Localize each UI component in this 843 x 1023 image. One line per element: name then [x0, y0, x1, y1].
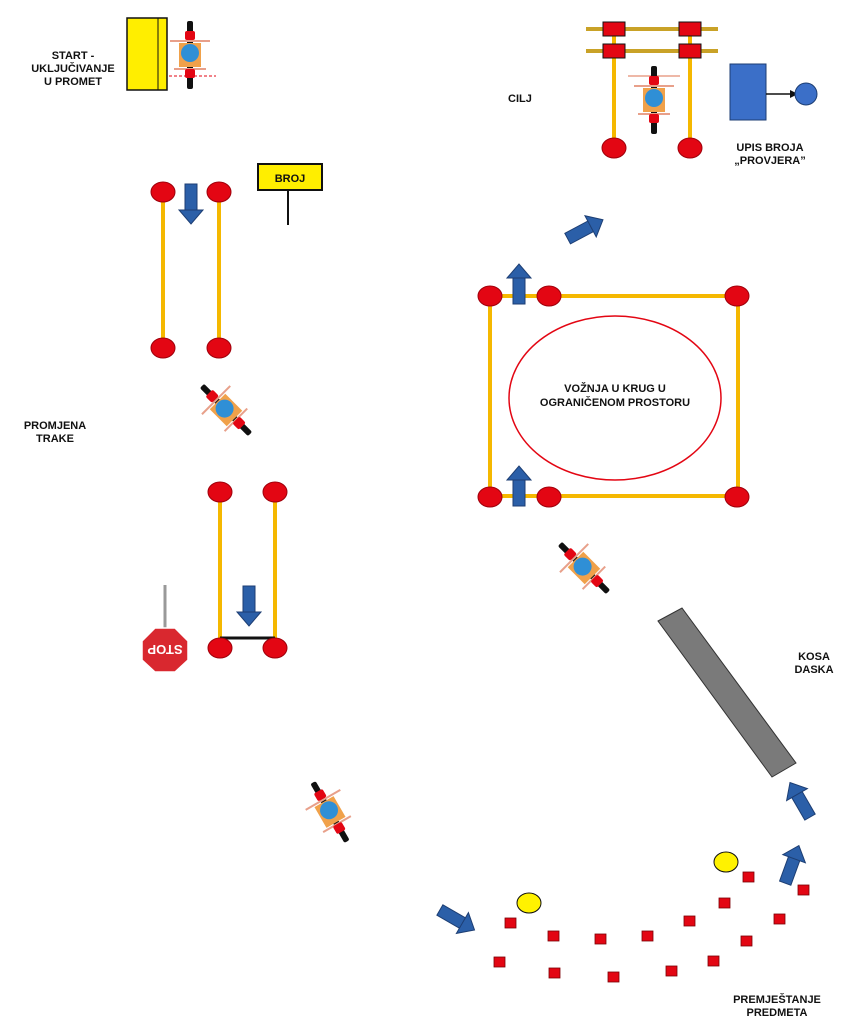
- inclined-board-label: KOSA DASKA: [794, 651, 834, 676]
- bicycle-icon: [169, 20, 211, 90]
- arrow-up-right-icon: [773, 840, 811, 888]
- object-moving-area: [433, 851, 810, 983]
- arrow-down-icon: [236, 585, 262, 627]
- yellow-ball: [516, 892, 542, 914]
- circle-track: [508, 315, 722, 481]
- arrow-up-icon: [779, 775, 821, 824]
- register-station: [729, 63, 818, 121]
- arrow-up-right-icon: [561, 208, 610, 250]
- number-gate: BROJ: [150, 163, 323, 359]
- arrow-down-right-icon: [433, 899, 482, 941]
- start-label: START - UKLJUČIVANJE U PROMET: [31, 50, 115, 88]
- inclined-board: [657, 607, 797, 778]
- finish-gate: [586, 21, 718, 159]
- finish-label: CILJ: [508, 93, 532, 105]
- stop-gate: STOP: [141, 481, 288, 673]
- start-sign: [126, 17, 168, 91]
- stop-sign-icon: STOP: [141, 627, 189, 673]
- circle-label-line2: OGRANIČENOM PROSTORU: [540, 396, 690, 409]
- start-section: [126, 17, 216, 91]
- lane-change-label: PROMJENA TRAKE: [23, 420, 87, 445]
- register-person-icon: [794, 82, 818, 106]
- circle-label-line1: VOŽNJA U KRUG U: [564, 382, 666, 395]
- bicycle-icon: [544, 528, 624, 608]
- bicycle-icon: [294, 771, 366, 853]
- stop-sign-label: STOP: [147, 642, 182, 657]
- arrow-down-icon: [178, 183, 204, 225]
- register-label: UPIS BROJA „PROVJERA”: [734, 142, 806, 167]
- bicycle-icon: [186, 370, 266, 450]
- yellow-ball: [713, 851, 739, 873]
- circle-course: VOŽNJA U KRUG U OGRANIČENOM PROSTORU: [477, 263, 750, 508]
- arrow-up-icon: [506, 465, 532, 507]
- register-box: [729, 63, 767, 121]
- broj-sign: [257, 163, 323, 191]
- object-moving-label: PREMJEŠTANJE PREDMETA: [733, 994, 821, 1019]
- broj-sign-label: BROJ: [275, 173, 306, 185]
